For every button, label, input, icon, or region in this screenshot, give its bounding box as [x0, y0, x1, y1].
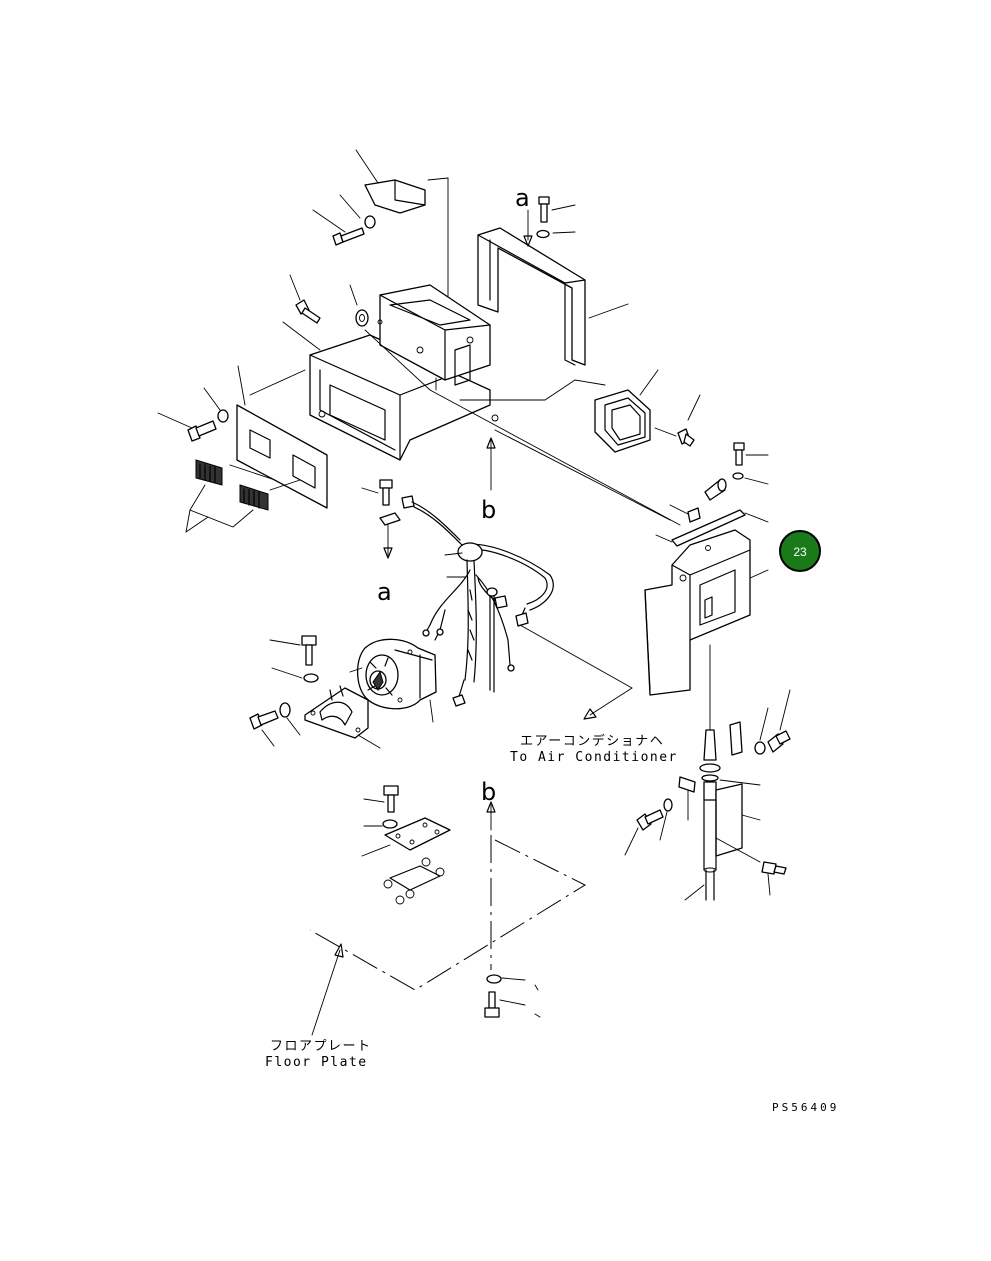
bolt-cable-left — [636, 809, 664, 831]
wire-harness — [401, 495, 554, 707]
screw-cable-lower — [761, 861, 787, 875]
control-cable-assembly — [699, 729, 743, 901]
u-duct-upper-right — [477, 227, 586, 366]
washer-upper-right — [536, 229, 550, 239]
washer-top-left — [364, 215, 376, 229]
harness-clip — [379, 512, 401, 526]
small-clip-right — [687, 507, 701, 523]
drawing-code: PS56409 — [772, 1101, 839, 1114]
bolt-left — [187, 420, 217, 442]
heater-duct-right — [644, 529, 751, 696]
floor-clips — [383, 857, 445, 905]
badge-number: 23 — [793, 545, 807, 559]
washer-cable-left — [663, 798, 673, 812]
to-air-conditioner-jp: エアーコンデショナヘ — [520, 733, 664, 749]
nut-cable — [754, 741, 766, 755]
page-number-badge: 23 — [779, 530, 821, 572]
ref-a-top: a — [515, 184, 530, 212]
louver-upper — [195, 459, 223, 486]
bracket-strip-right — [671, 509, 746, 547]
washer-floor-lower — [486, 974, 502, 984]
washer-right-1 — [732, 472, 744, 480]
ref-b-mid: b — [481, 496, 496, 524]
ref-b-low: b — [481, 778, 496, 806]
bolt-upper-right — [538, 196, 550, 223]
floor-plate-en: Floor Plate — [265, 1055, 368, 1070]
bolt-cable-right — [767, 730, 791, 753]
heater-housing-frame — [309, 284, 499, 461]
bolt-right-1 — [733, 442, 745, 466]
cable-tab — [678, 776, 696, 793]
to-air-conditioner-en: To Air Conditioner — [510, 750, 678, 765]
upper-small-bracket — [364, 179, 426, 214]
bolt-harness — [379, 479, 393, 506]
bolt-right-2 — [704, 478, 727, 501]
floor-plate-jp: フロアプレート — [270, 1039, 372, 1054]
bolt-vent — [677, 428, 695, 447]
bolt-upper-center-1 — [295, 299, 321, 324]
washer-floor-upper — [382, 819, 398, 829]
washer-motor-lower — [279, 702, 291, 718]
washer-left — [217, 409, 229, 423]
louver-lower — [239, 484, 269, 511]
nut-upper-center — [355, 309, 369, 327]
bolt-floor-lower — [484, 991, 500, 1018]
bolt-top-left — [332, 227, 365, 246]
motor-bracket — [304, 685, 369, 739]
cable-clip-plate — [729, 721, 743, 756]
bolt-floor-upper — [383, 785, 399, 813]
blower-motor — [356, 638, 437, 710]
washer-motor-upper — [303, 673, 319, 683]
bolt-motor-upper — [301, 635, 317, 666]
bolt-motor-lower — [249, 710, 279, 730]
vent-outlet — [594, 389, 651, 453]
floor-cover-plate — [384, 817, 451, 851]
face-plate-left — [236, 404, 328, 509]
ref-a-mid: a — [377, 578, 392, 606]
